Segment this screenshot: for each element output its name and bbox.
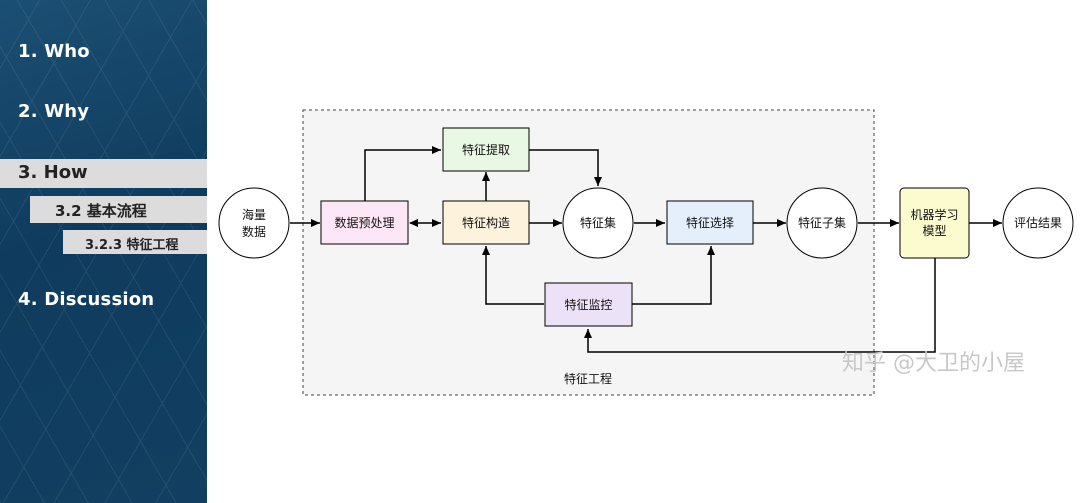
edge-monitor-to-construct <box>482 246 544 305</box>
node-mass-data <box>218 187 290 259</box>
nav-subitem-basic-flow[interactable]: 3.2 基本流程 <box>30 196 207 223</box>
node-feature-set <box>562 187 634 259</box>
nav-subitem-basic-flow-label: 3.2 基本流程 <box>55 202 147 220</box>
node-preprocess <box>320 200 409 245</box>
sidebar: 1. Who 2. Why 3. How 3.2 基本流程 3.2.3 特征工程… <box>0 0 207 503</box>
node-select-label: 特征选择 <box>686 215 734 230</box>
node-select <box>666 200 754 245</box>
edge-preprocess-to-extract <box>364 146 441 201</box>
node-construct <box>442 200 530 245</box>
nav-item-who[interactable]: 1. Who <box>18 41 90 62</box>
node-model <box>899 187 970 259</box>
node-result-label: 评估结果 <box>1014 216 1062 230</box>
edge-model-to-monitor <box>584 258 936 353</box>
node-model-label-1: 机器学习 <box>910 207 958 222</box>
nav-item-why[interactable]: 2. Why <box>18 101 90 122</box>
node-extract-label: 特征提取 <box>462 142 510 157</box>
node-subset <box>786 187 858 259</box>
edges <box>290 146 1002 353</box>
nav-item-how[interactable]: 3. How <box>0 159 207 188</box>
node-model-label-2: 模型 <box>922 224 946 238</box>
node-result <box>1002 187 1074 259</box>
node-mass-data-label-2: 数据 <box>242 224 266 239</box>
nav-item-how-label: 3. How <box>18 162 88 183</box>
node-construct-label: 特征构造 <box>462 215 510 230</box>
node-monitor <box>544 282 633 327</box>
nav-subitem-feature-engineering[interactable]: 3.2.3 特征工程 <box>63 230 207 254</box>
nav-item-discussion[interactable]: 4. Discussion <box>18 289 155 310</box>
nav-subitem-feature-engineering-label: 3.2.3 特征工程 <box>85 238 179 253</box>
edge-monitor-to-select <box>632 246 715 305</box>
watermark: 知乎 @大卫的小屋 <box>842 351 1025 376</box>
node-mass-data-label-1: 海量 <box>242 207 266 222</box>
group-label: 特征工程 <box>564 371 612 386</box>
node-preprocess-label: 数据预处理 <box>334 215 394 230</box>
node-extract <box>442 127 530 172</box>
edge-extract-to-featureset <box>529 149 602 186</box>
node-subset-label: 特征子集 <box>798 215 846 230</box>
node-monitor-label: 特征监控 <box>564 297 612 312</box>
node-feature-set-label: 特征集 <box>580 215 616 230</box>
